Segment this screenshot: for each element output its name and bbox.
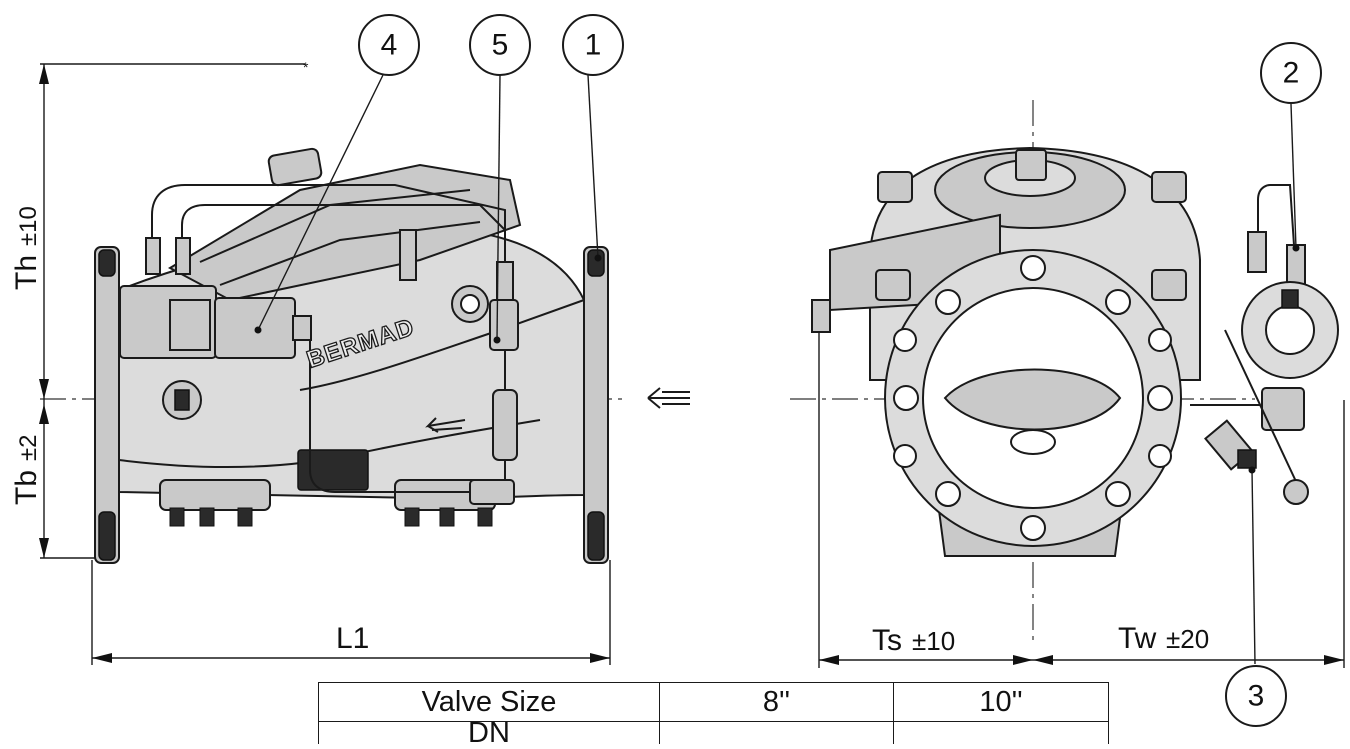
callout-5: 5 — [469, 14, 531, 76]
header-size-8: 8'' — [659, 682, 894, 722]
valve-drawing: BERMAD — [10, 14, 1345, 727]
dimension-labels: * Th ±10 Tb ±2 L1 Ts ±10 Tw ±20 — [10, 59, 1209, 657]
label-ts: Ts — [872, 624, 902, 657]
table-row: Valve Size 8'' 10'' — [318, 682, 1109, 722]
label-tw-tol: ±20 — [1166, 624, 1209, 654]
header-valve-size: Valve Size — [318, 682, 660, 722]
callout-2: 2 — [1260, 42, 1322, 104]
svg-text:1: 1 — [585, 29, 602, 62]
callout-4: 4 — [358, 14, 420, 76]
marker-asterisk: * — [303, 59, 309, 75]
svg-text:5: 5 — [492, 29, 509, 62]
valve-size-table: Valve Size 8'' 10'' DN — [318, 682, 1109, 747]
label-tb-tol: ±2 — [15, 434, 42, 461]
label-tb: Tb — [10, 470, 43, 505]
callout-1: 1 — [562, 14, 624, 76]
callout-3: 3 — [1225, 665, 1287, 727]
label-tw: Tw — [1118, 622, 1157, 655]
row-dn-label: DN — [318, 719, 660, 747]
table-row: DN — [318, 719, 1109, 747]
label-ts-tol: ±10 — [912, 626, 955, 656]
svg-text:4: 4 — [381, 29, 398, 62]
label-l1: L1 — [336, 622, 369, 655]
label-th: Th — [10, 255, 43, 290]
valve-side-view: BERMAD — [94, 147, 690, 564]
svg-text:3: 3 — [1248, 680, 1265, 713]
callouts: 4 5 1 2 3 — [257, 14, 1322, 727]
label-th-tol: ±10 — [15, 206, 42, 246]
svg-text:2: 2 — [1283, 57, 1300, 90]
header-size-10: 10'' — [893, 682, 1109, 722]
valve-front-view — [811, 146, 1339, 557]
